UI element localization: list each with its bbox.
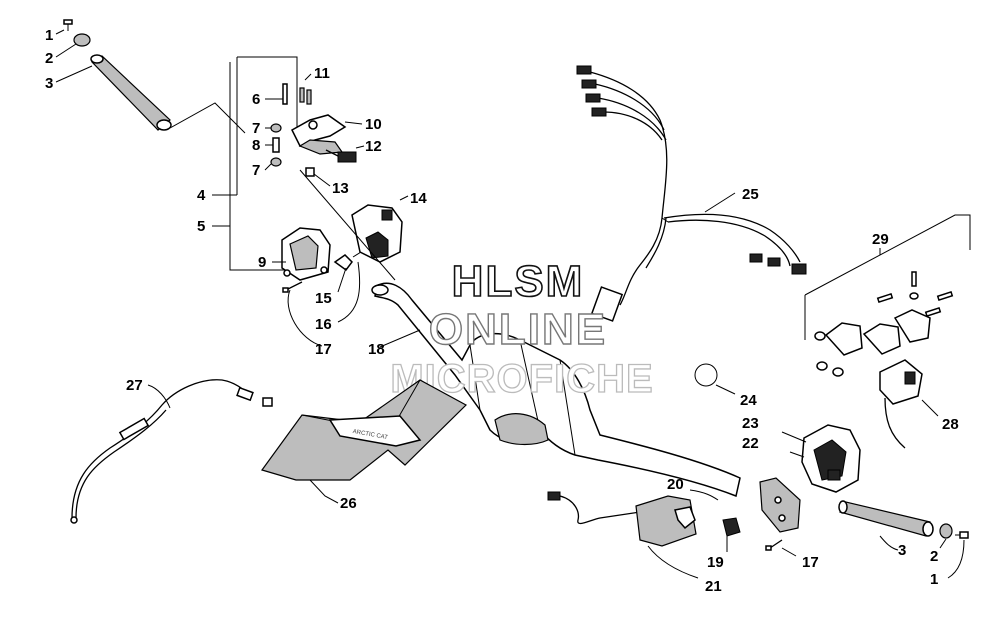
callout-12: 12 [365,138,382,155]
callout-23: 23 [742,415,759,432]
right-grip-washer-icon [939,523,953,539]
handlebar-18-icon [371,282,741,498]
left-grip-icon [90,54,172,131]
handlebar-pad-26-icon: ARCTIC CAT [261,379,467,481]
callout-1-right: 1 [930,571,938,588]
heater-switch-28-icon [879,359,923,449]
callout-28: 28 [942,416,959,433]
callout-2-right: 2 [930,548,938,565]
callout-29: 29 [872,231,889,248]
throttle-cable-27-icon [70,379,273,524]
callout-9: 9 [258,254,266,271]
right-grip-icon [838,500,934,537]
left-switch-bracket-frame [212,56,298,271]
callout-22: 22 [742,435,759,452]
callout-4: 4 [197,187,206,204]
washer-7-bottom-icon [270,157,282,167]
callout-21: 21 [705,578,722,595]
callout-labels: 1 2 3 4 5 6 7 8 7 9 10 11 12 13 14 15 16… [45,27,959,595]
bracket-22-icon [759,477,801,533]
callout-2-left: 2 [45,50,53,67]
nut-13-icon [305,167,315,177]
split-ring-24-icon [694,363,718,387]
left-switch-housing-14-icon [351,204,403,263]
throttle-block-9-icon [281,227,331,281]
callout-20: 20 [667,476,684,493]
mount-kit-29-icon [814,271,954,377]
screw-17-left-icon [282,281,303,293]
switch-bracket-21-icon [635,495,697,547]
callout-13: 13 [332,180,349,197]
knob-19-icon [722,517,741,537]
callout-10: 10 [365,116,382,133]
left-grip-screw-icon [63,19,73,31]
screw-17-right-icon [765,539,783,551]
screw-6-icon [265,83,288,105]
callout-3-left: 3 [45,75,53,92]
connector-12-icon [325,149,357,163]
right-grip-screw-icon [955,531,969,539]
callout-11: 11 [314,65,330,82]
washer-7-top-icon [270,123,282,133]
callout-24: 24 [740,392,757,409]
callout-26: 26 [340,495,357,512]
clamp-15-icon [333,254,353,293]
right-switch-housing-23-icon [801,424,861,493]
callout-19: 19 [707,554,724,571]
callout-7-bottom: 7 [252,162,260,179]
callout-27: 27 [126,377,143,394]
callout-8: 8 [252,137,260,154]
callout-25: 25 [742,186,759,203]
throttle-lever-10-icon [291,114,347,155]
mount-kit-29-frame [804,214,971,340]
bushing-8-icon [272,137,280,153]
right-grip-assembly [838,500,969,579]
callout-3-right: 3 [898,542,906,559]
callout-1-left: 1 [45,27,53,44]
callout-6: 6 [252,91,260,108]
pin-11-icon [299,73,312,105]
callout-17-left: 17 [315,341,332,358]
callout-7-top: 7 [252,120,260,137]
callout-16: 16 [315,316,332,333]
wiring-harness-25-icon [576,65,807,322]
callout-17-right: 17 [802,554,819,571]
harness-connector-icon [547,491,641,525]
callout-15: 15 [315,290,332,307]
callout-14: 14 [410,190,427,207]
left-grip-washer-icon [73,33,91,47]
callout-18: 18 [368,341,385,358]
watermark-line-2: ONLINE [429,305,607,354]
watermark-line-1: HLSM [452,257,585,306]
watermark: HLSM ONLINE MICROFICHE [390,256,654,401]
left-grip-assembly [55,19,246,134]
callout-5: 5 [197,218,205,235]
